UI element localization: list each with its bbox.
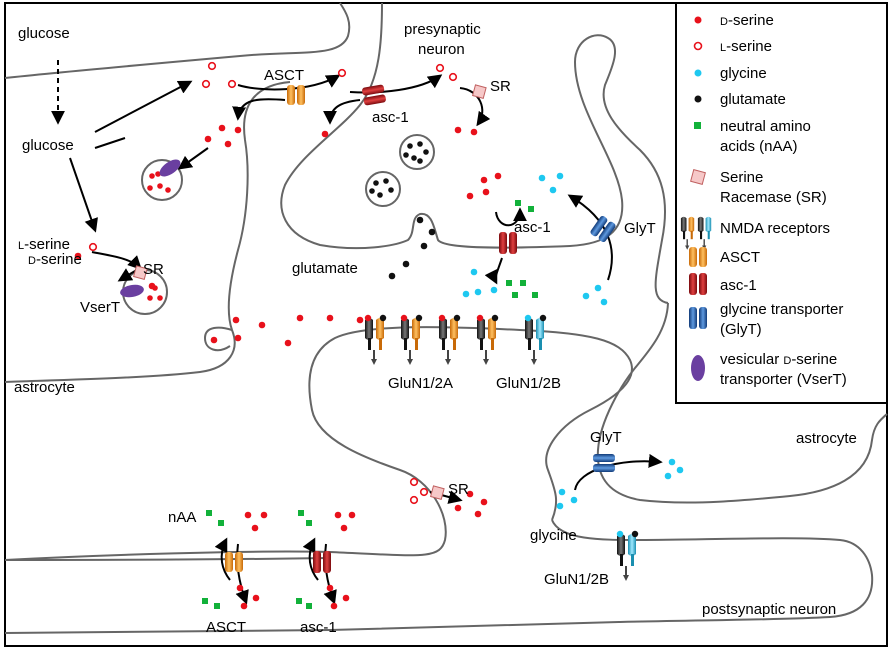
legend-vsert-marker	[691, 355, 705, 381]
d-serine-molecules	[74, 124, 502, 610]
naa-molecules	[202, 200, 538, 609]
label-asct-top: ASCT	[264, 67, 304, 84]
label-sr-post: SR	[448, 481, 469, 498]
legend-sr-line2: Racemase (SR)	[720, 189, 827, 206]
label-glycine: glycine	[530, 527, 577, 544]
asc1-icon	[361, 84, 387, 106]
label-asct-bottom: ASCT	[206, 619, 246, 636]
legend-glyt-line2: (GlyT)	[720, 321, 762, 338]
legend-vsert-line2: transporter (VserT)	[720, 371, 847, 388]
vesicle-d-serine	[147, 171, 171, 301]
label-presynaptic-neuron: neuron	[418, 41, 465, 58]
label-astrocyte-right: astrocyte	[796, 430, 857, 447]
membranes	[4, 2, 888, 634]
label-sr-astro: SR	[143, 261, 164, 278]
legend-naa-line1: neutral amino	[720, 118, 811, 135]
label-l-serine: L-serine	[18, 236, 70, 253]
label-glun-2b-bottom: GluN1/2B	[544, 571, 609, 588]
glyt-icon	[593, 454, 615, 472]
legend: D-serine L-serine glycine glutamate neut…	[675, 2, 888, 404]
glyt-icon	[589, 214, 617, 244]
glycine-molecules	[462, 172, 684, 510]
label-glyt-bottom: GlyT	[590, 429, 622, 446]
vsert-icons	[120, 159, 181, 298]
asc1-icon	[313, 551, 331, 573]
label-glun-2b: GluN1/2B	[496, 375, 561, 392]
asct-icon	[225, 552, 243, 572]
legend-glutamate-marker	[694, 95, 702, 103]
l-serine-molecules	[88, 61, 458, 505]
label-astrocyte-left: astrocyte	[14, 379, 75, 396]
label-asc1-mid: asc-1	[514, 219, 551, 236]
legend-sr-marker	[690, 169, 706, 185]
legend-d-serine-marker	[694, 16, 702, 24]
label-glutamate: glutamate	[292, 260, 358, 277]
label-glucose-top: glucose	[18, 25, 70, 42]
label-vsert: VserT	[80, 299, 120, 316]
legend-glycine: glycine	[720, 65, 767, 82]
legend-l-serine: L-serine	[720, 38, 772, 55]
legend-glutamate: glutamate	[720, 91, 786, 108]
legend-box	[675, 2, 888, 404]
label-d-serine: D-serine	[28, 251, 82, 268]
label-glun-2a: GluN1/2A	[388, 375, 453, 392]
serine-racemase-icons	[133, 84, 487, 500]
legend-asct: ASCT	[720, 249, 760, 266]
label-asc1-bottom: asc-1	[300, 619, 337, 636]
legend-glyt-line1: glycine transporter	[720, 301, 843, 318]
legend-naa-marker	[694, 122, 701, 129]
label-asc1-top: asc-1	[372, 109, 409, 126]
legend-naa-line2: acids (nAA)	[720, 138, 798, 155]
label-postsynaptic-neuron: postsynaptic neuron	[702, 601, 836, 618]
legend-l-serine-marker	[693, 41, 703, 51]
nmda-receptors	[364, 314, 639, 582]
legend-d-serine: D-serine	[720, 12, 774, 29]
label-glucose-mid: glucose	[22, 137, 74, 154]
legend-vsert-line1: vesicular D-serine	[720, 351, 837, 368]
legend-nmda: NMDA receptors	[720, 220, 830, 237]
legend-glycine-marker	[694, 69, 702, 77]
vesicle-glutamate	[369, 141, 429, 198]
legend-asc1: asc-1	[720, 277, 757, 294]
legend-sr-line1: Serine	[720, 169, 763, 186]
label-sr-pre: SR	[490, 78, 511, 95]
label-glyt-top: GlyT	[624, 220, 656, 237]
label-presynaptic: presynaptic	[404, 21, 481, 38]
label-naa: nAA	[168, 509, 196, 526]
glutamate-molecules	[388, 216, 436, 280]
